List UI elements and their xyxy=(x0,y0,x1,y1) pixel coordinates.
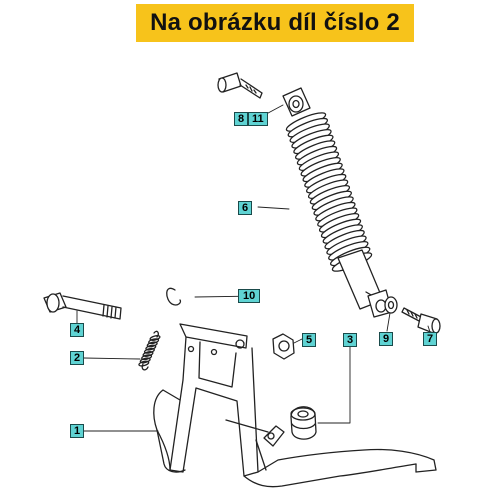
callout-7: 7 xyxy=(423,332,437,346)
stand-spring-coil xyxy=(139,357,151,364)
callout-6: 6 xyxy=(238,201,252,215)
callout-3: 3 xyxy=(343,333,357,347)
callout-5: 5 xyxy=(302,333,316,347)
part-number-banner: Na obrázku díl číslo 2 xyxy=(136,4,414,42)
stand-spring-coil xyxy=(146,341,158,348)
callout-10: 10 xyxy=(238,289,261,303)
pivot-bolt xyxy=(43,292,122,320)
washer xyxy=(384,296,398,314)
lower-shock-bolt xyxy=(401,307,441,334)
callout-4: 4 xyxy=(70,323,84,337)
circlip xyxy=(166,287,182,306)
leader-lines xyxy=(76,104,431,432)
stand-spring-coil xyxy=(143,347,155,354)
callout-9: 9 xyxy=(379,332,393,346)
stand-spring xyxy=(138,330,161,371)
center-stand xyxy=(153,323,437,488)
stand-spring-coil xyxy=(145,344,157,351)
callout-11: 11 xyxy=(248,112,268,126)
callout-1: 1 xyxy=(70,424,84,438)
rubber-stopper xyxy=(290,406,317,440)
stand-spring-coil xyxy=(148,338,160,345)
stand-spring-coil xyxy=(149,335,161,341)
callout-8: 8 xyxy=(234,112,248,126)
nut xyxy=(272,333,295,360)
stand-spring-coil xyxy=(141,354,153,361)
upper-shock-bolt xyxy=(217,72,263,99)
stand-spring-coil xyxy=(138,360,150,367)
callout-2: 2 xyxy=(70,351,84,365)
stand-spring-coil xyxy=(142,351,154,357)
shock-absorber xyxy=(282,87,393,318)
